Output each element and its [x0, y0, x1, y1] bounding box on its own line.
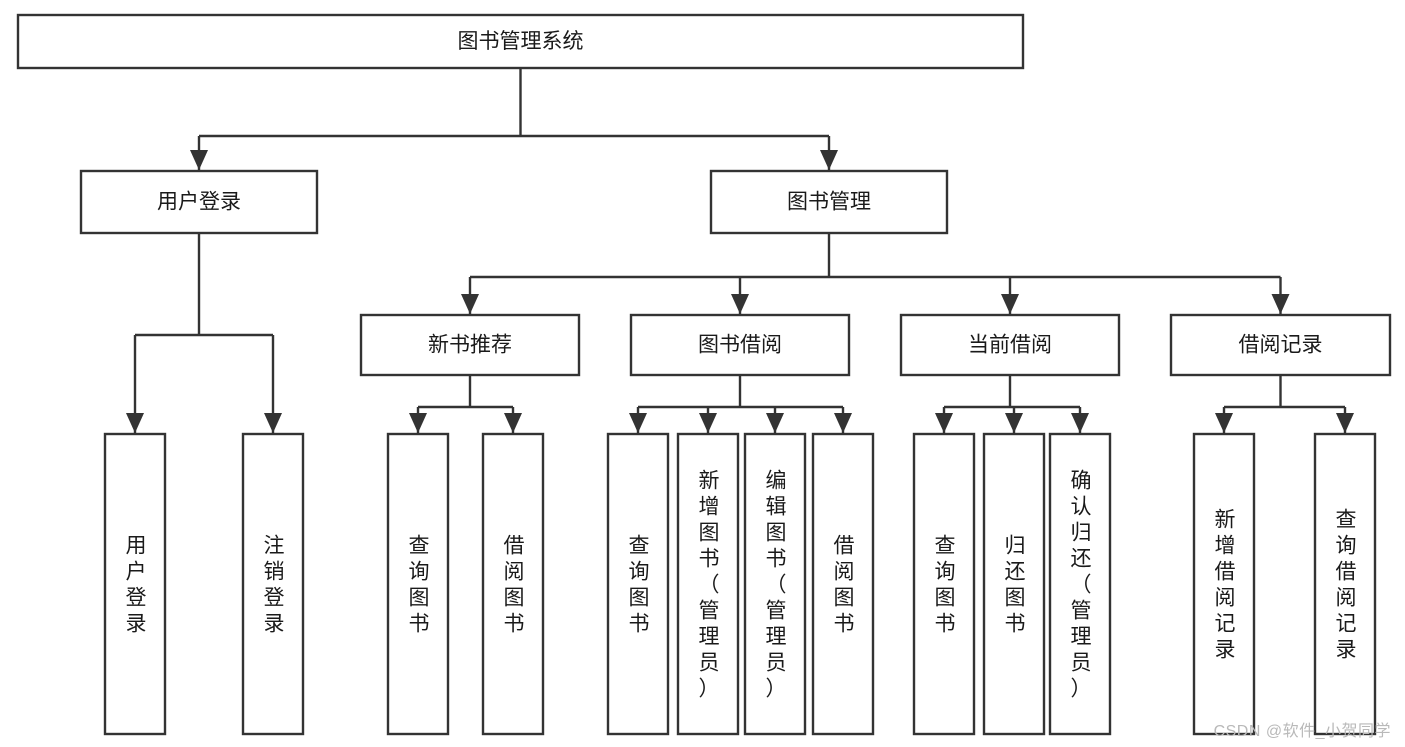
node-root-book-management-system[interactable]: 图书管理系统: [16, 13, 1025, 70]
node-borrow-record-label: 借阅记录: [1239, 334, 1323, 357]
node-leaf-return-book[interactable]: 归还图书: [982, 432, 1046, 736]
node-leaf-confirm-return-admin[interactable]: 确认归还（管理员）: [1048, 432, 1112, 736]
node-leaf-add-borrow-record-label: 新增借阅记录: [1215, 508, 1236, 661]
node-leaf-borrow-book-label: 借阅图书: [834, 534, 855, 635]
arrow-head-icon-leaf-user-login: [126, 413, 144, 433]
node-current-borrow[interactable]: 当前借阅: [899, 313, 1121, 377]
node-leaf-query-book-current-label: 查询图书: [935, 534, 956, 635]
node-book-borrow[interactable]: 图书借阅: [629, 313, 851, 377]
node-book-management[interactable]: 图书管理: [709, 169, 949, 235]
node-leaf-query-book-borrow-label: 查询图书: [629, 534, 650, 635]
node-leaf-confirm-return-admin-box[interactable]: [1048, 432, 1112, 736]
node-leaf-add-book-admin-box[interactable]: [676, 432, 740, 736]
node-root-book-management-system-box[interactable]: [16, 13, 1025, 70]
node-leaf-user-logout-box[interactable]: [241, 432, 305, 736]
arrow-head-icon-leaf-edit-book-admin: [766, 413, 784, 433]
node-leaf-query-borrow-record[interactable]: 查询借阅记录: [1313, 432, 1377, 736]
node-leaf-user-login-label: 用户登录: [126, 534, 147, 635]
node-borrow-record-box[interactable]: [1169, 313, 1392, 377]
arrow-head-icon-book-borrow: [731, 294, 749, 314]
node-user-login[interactable]: 用户登录: [79, 169, 319, 235]
arrow-head-icon-leaf-query-book-borrow: [629, 413, 647, 433]
node-book-management-box[interactable]: [709, 169, 949, 235]
node-leaf-borrow-book-recommend-box[interactable]: [481, 432, 545, 736]
node-leaf-query-book-current[interactable]: 查询图书: [912, 432, 976, 736]
node-current-borrow-box[interactable]: [899, 313, 1121, 377]
arrow-head-icon-new-book-recommend: [461, 294, 479, 314]
node-leaf-edit-book-admin[interactable]: 编辑图书（管理员）: [743, 432, 807, 736]
node-leaf-query-book-borrow[interactable]: 查询图书: [606, 432, 670, 736]
node-leaf-return-book-label: 归还图书: [1005, 534, 1026, 635]
node-leaf-user-logout-label: 注销登录: [264, 534, 285, 635]
connector-layer: [126, 68, 1354, 433]
node-book-borrow-box[interactable]: [629, 313, 851, 377]
node-leaf-user-login[interactable]: 用户登录: [103, 432, 167, 736]
node-leaf-confirm-return-admin-label: 确认归还（管理员）: [1071, 469, 1092, 700]
arrow-head-icon-current-borrow: [1001, 294, 1019, 314]
node-user-login-label: 用户登录: [157, 191, 241, 214]
node-leaf-add-borrow-record-box[interactable]: [1192, 432, 1256, 736]
node-borrow-record[interactable]: 借阅记录: [1169, 313, 1392, 377]
node-leaf-borrow-book-recommend-label: 借阅图书: [504, 534, 525, 635]
node-book-management-label: 图书管理: [787, 191, 871, 214]
arrow-head-icon-book-management: [820, 150, 838, 170]
arrow-head-icon-leaf-return-book: [1005, 413, 1023, 433]
node-leaf-query-book-recommend[interactable]: 查询图书: [386, 432, 450, 736]
node-current-borrow-label: 当前借阅: [968, 334, 1052, 357]
arrow-head-icon-leaf-query-borrow-record: [1336, 413, 1354, 433]
node-leaf-query-book-recommend-label: 查询图书: [409, 534, 430, 635]
node-layer: 图书管理系统用户登录图书管理新书推荐图书借阅当前借阅借阅记录用户登录注销登录查询…: [16, 13, 1392, 736]
arrow-head-icon-user-login: [190, 150, 208, 170]
node-leaf-query-book-borrow-box[interactable]: [606, 432, 670, 736]
arrow-head-icon-leaf-borrow-book: [834, 413, 852, 433]
node-root-book-management-system-label: 图书管理系统: [458, 30, 584, 53]
node-leaf-query-book-current-box[interactable]: [912, 432, 976, 736]
node-leaf-add-borrow-record[interactable]: 新增借阅记录: [1192, 432, 1256, 736]
arrow-head-icon-leaf-add-book-admin: [699, 413, 717, 433]
arrow-head-icon-leaf-confirm-return-admin: [1071, 413, 1089, 433]
node-leaf-add-book-admin[interactable]: 新增图书（管理员）: [676, 432, 740, 736]
node-leaf-query-book-recommend-box[interactable]: [386, 432, 450, 736]
node-leaf-edit-book-admin-label: 编辑图书（管理员）: [766, 469, 787, 700]
node-leaf-add-book-admin-label: 新增图书（管理员）: [699, 469, 720, 700]
node-new-book-recommend[interactable]: 新书推荐: [359, 313, 581, 377]
arrow-head-icon-borrow-record: [1271, 294, 1290, 314]
node-user-login-box[interactable]: [79, 169, 319, 235]
node-new-book-recommend-label: 新书推荐: [428, 334, 512, 357]
arrow-head-icon-leaf-query-book-current: [935, 413, 953, 433]
node-leaf-borrow-book-recommend[interactable]: 借阅图书: [481, 432, 545, 736]
arrow-head-icon-leaf-add-borrow-record: [1215, 413, 1233, 433]
node-new-book-recommend-box[interactable]: [359, 313, 581, 377]
node-leaf-return-book-box[interactable]: [982, 432, 1046, 736]
node-leaf-user-logout[interactable]: 注销登录: [241, 432, 305, 736]
node-leaf-borrow-book-box[interactable]: [811, 432, 875, 736]
node-leaf-query-borrow-record-box[interactable]: [1313, 432, 1377, 736]
node-leaf-query-borrow-record-label: 查询借阅记录: [1336, 508, 1357, 661]
node-book-borrow-label: 图书借阅: [698, 334, 782, 357]
arrow-head-icon-leaf-borrow-book-recommend: [504, 413, 522, 433]
arrow-head-icon-leaf-user-logout: [264, 413, 282, 433]
node-leaf-borrow-book[interactable]: 借阅图书: [811, 432, 875, 736]
node-leaf-edit-book-admin-box[interactable]: [743, 432, 807, 736]
node-leaf-user-login-box[interactable]: [103, 432, 167, 736]
arrow-head-icon-leaf-query-book-recommend: [409, 413, 427, 433]
